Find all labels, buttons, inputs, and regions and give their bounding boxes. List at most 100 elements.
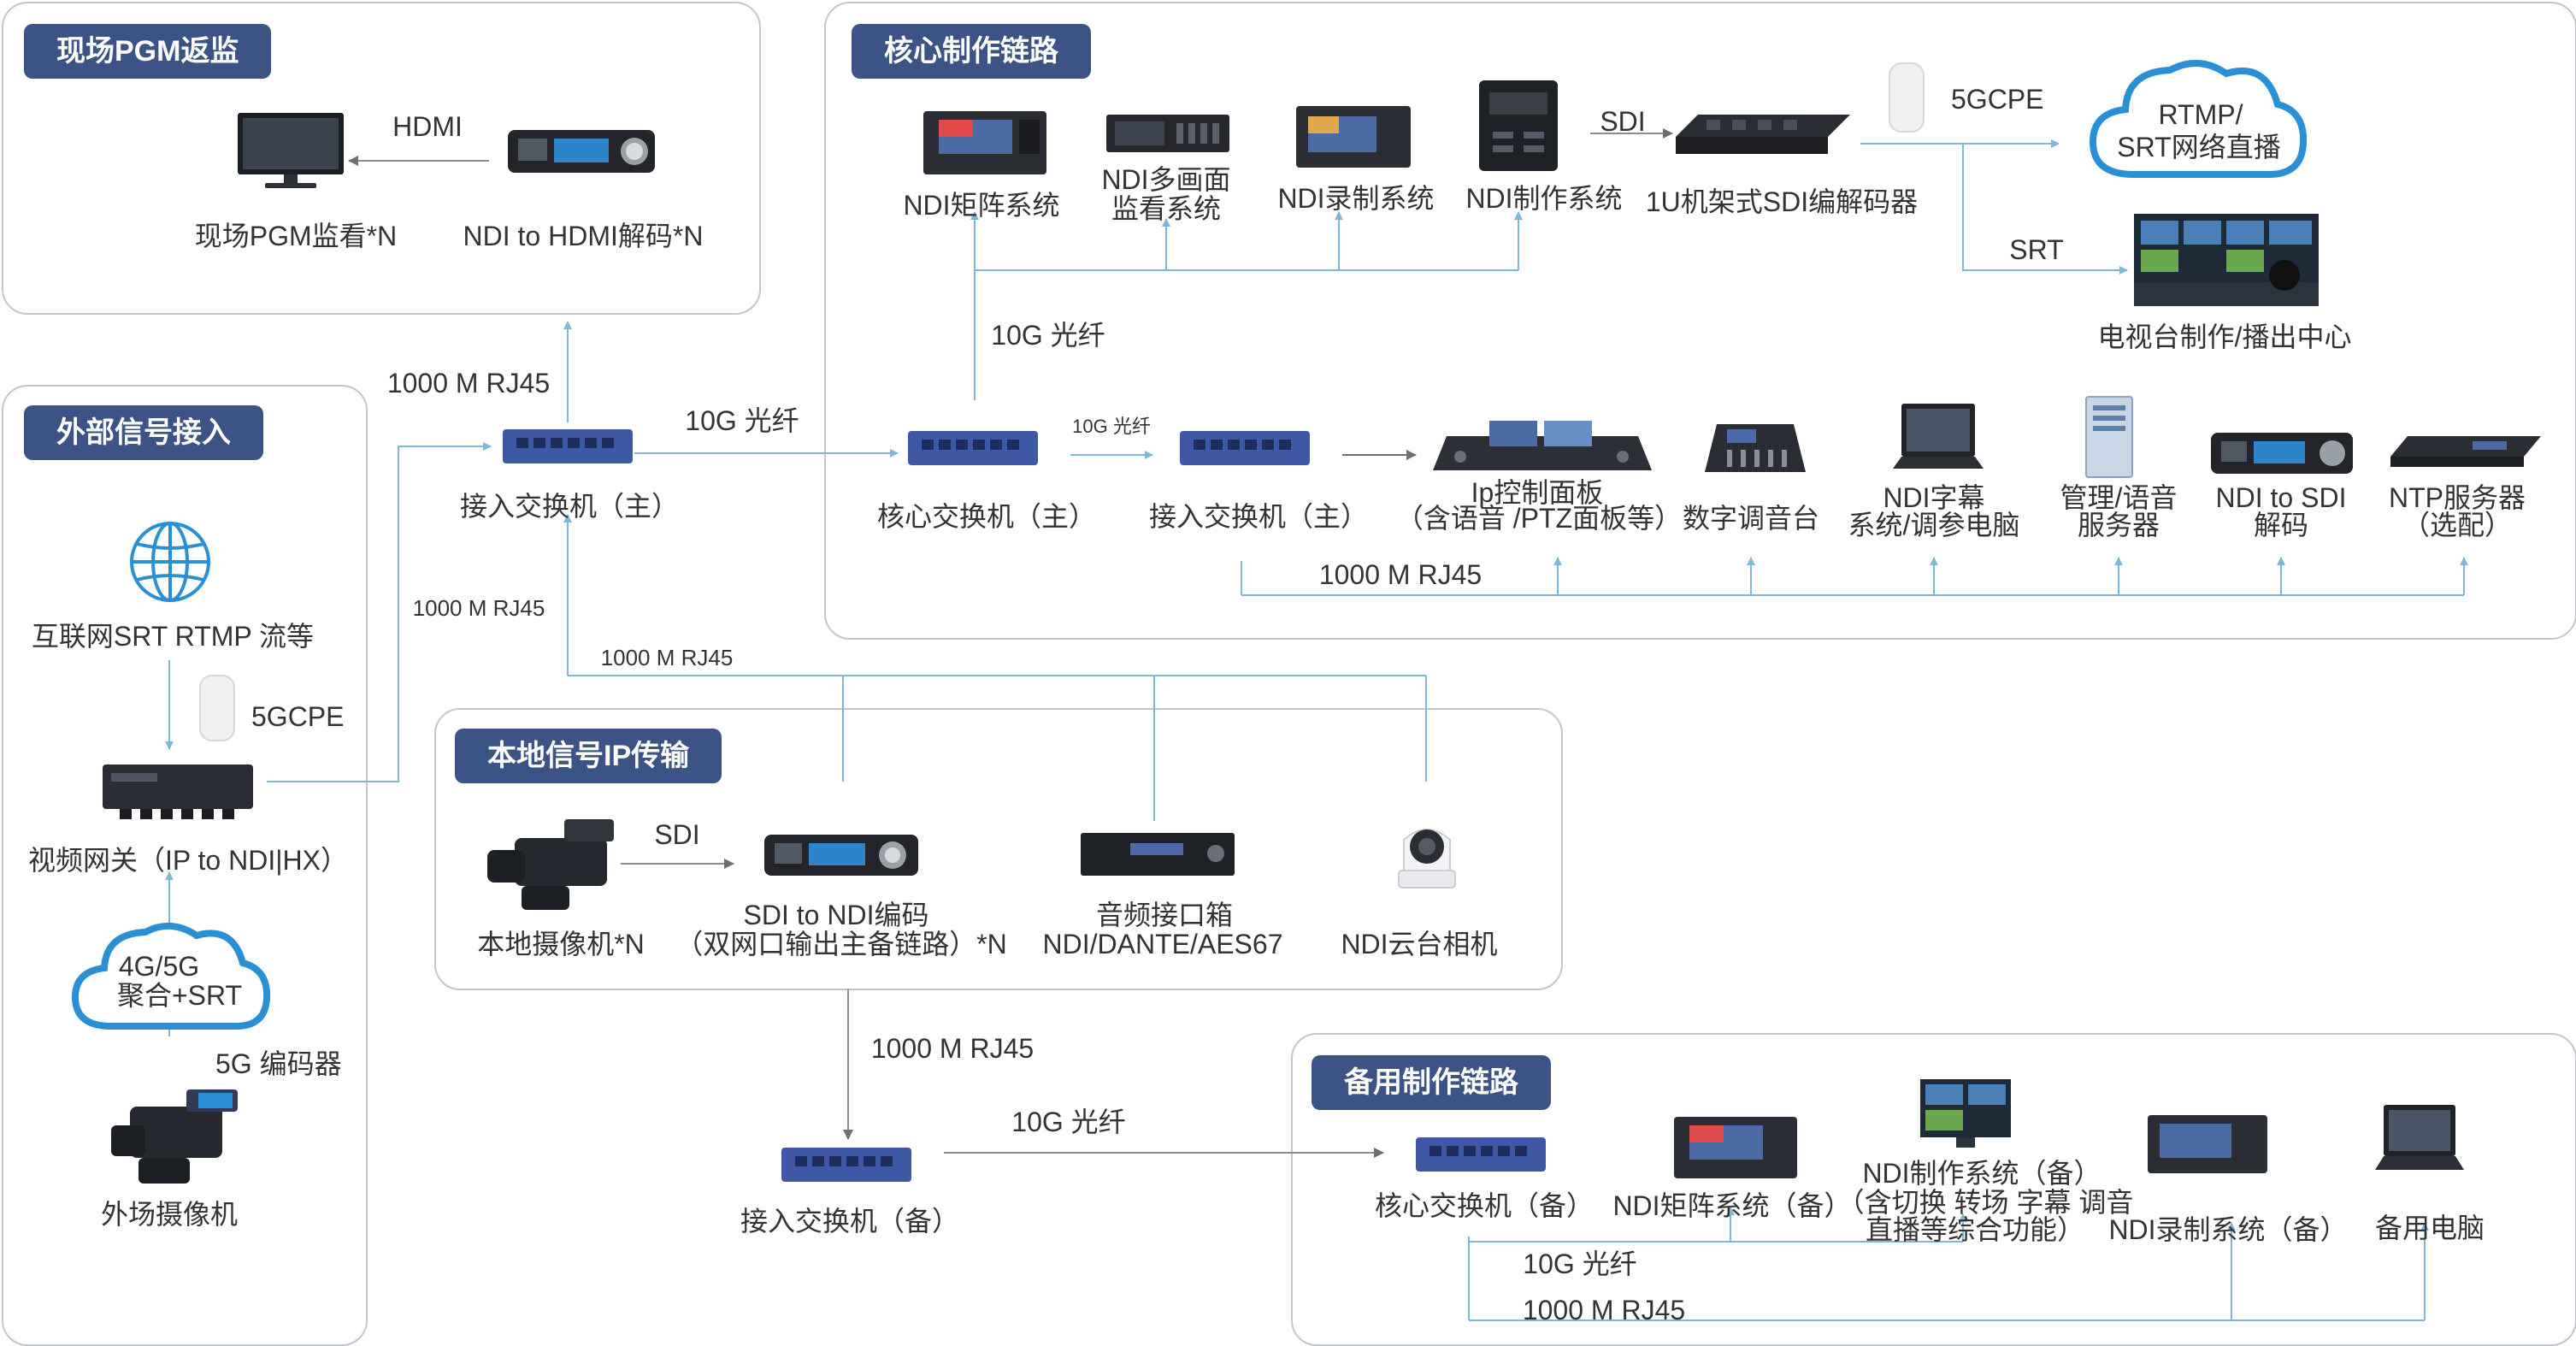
ntp-server-icon <box>2390 436 2541 467</box>
label-prod-backup-line1: NDI制作系统（备） <box>1862 1158 2101 1189</box>
label-hdmi: HDMI <box>392 111 463 142</box>
laptop-icon <box>1893 404 1984 469</box>
sdi-ndi-encoder-icon <box>764 835 918 876</box>
cpe-router-core-icon <box>1889 62 1925 133</box>
globe-icon <box>130 522 210 602</box>
audio-mixer-icon <box>1705 424 1806 472</box>
label-audio-mixer: 数字调音台 <box>1682 503 1820 534</box>
label-sdi-core: SDI <box>1600 106 1646 137</box>
section-tag-backup-chain: 备用制作链路 <box>1312 1055 1551 1110</box>
ndi-sdi-decoder-icon <box>2211 433 2353 474</box>
label-gateway: 视频网关（IP to NDI|HX） <box>27 845 349 876</box>
label-tv-center: 电视台制作/播出中心 <box>2097 322 2352 352</box>
label-5g-encoder: 5G 编码器 <box>215 1048 342 1079</box>
label-cpe-left: 5GCPE <box>251 701 345 732</box>
ndi-matrix-backup-icon <box>1674 1117 1797 1178</box>
label-fiber-vertical: 10G 光纤 <box>991 320 1105 351</box>
label-backup-fiber: 10G 光纤 <box>1011 1107 1126 1137</box>
label-core-rj45: 1000 M RJ45 <box>1318 559 1483 590</box>
label-ip-panel-line1: Ip控制面板 <box>1471 477 1604 508</box>
label-local-rj45: 1000 M RJ45 <box>600 645 734 670</box>
section-tag-local-ip: 本地信号IP传输 <box>455 729 722 783</box>
label-ndi-recorder-backup: NDI录制系统（备） <box>2108 1214 2348 1245</box>
label-sdi-ndi-encoder-line1: SDI to NDI编码 <box>743 900 929 930</box>
video-gateway-icon <box>103 765 253 819</box>
label-ptz-camera: NDI云台相机 <box>1341 929 1498 959</box>
label-prod-backup-line2: （含切换 转场 字幕 调音 <box>1836 1187 2134 1218</box>
outdoor-camera-icon <box>111 1089 238 1184</box>
label-backup-pc: 备用电脑 <box>2374 1213 2485 1243</box>
label-ntp-line1: NTP服务器 <box>2388 482 2526 513</box>
label-mgmt-line2: 服务器 <box>2077 510 2160 540</box>
label-audio-interface-line2: NDI/DANTE/AES67 <box>1042 929 1283 959</box>
label-core-switch-backup: 核心交换机（备） <box>1374 1190 1595 1221</box>
label-ndi-sdi-line1: NDI to SDI <box>2215 482 2347 513</box>
label-local-sdi: SDI <box>654 819 700 850</box>
label-ndi-matrix-backup: NDI矩阵系统（备） <box>1612 1190 1852 1221</box>
label-prod-backup-line3: 直播等综合功能） <box>1865 1214 2085 1245</box>
label-ndi-sdi-line2: 解码 <box>2253 510 2309 540</box>
label-access-switch-backup: 接入交换机（备） <box>740 1206 960 1237</box>
label-cloud-4g5g-line2: 聚合+SRT <box>116 980 243 1011</box>
label-local-down-rj45: 1000 M RJ45 <box>870 1033 1035 1064</box>
cpe-router-icon <box>199 675 235 741</box>
label-pgm-monitor: 现场PGM监看*N <box>194 221 398 251</box>
access-switch-main-icon <box>503 429 633 463</box>
core-switch-backup-icon <box>1416 1137 1546 1172</box>
label-caption-line1: NDI字幕 <box>1883 482 1985 513</box>
label-ndi-production: NDI制作系统 <box>1465 183 1623 214</box>
label-ndi-recorder: NDI录制系统 <box>1277 183 1435 214</box>
tv-center-icon <box>2134 214 2319 306</box>
label-srt: SRT <box>2009 234 2064 265</box>
label-fiber-small: 10G 光纤 <box>1072 416 1151 437</box>
label-multiview-line2: 监看系统 <box>1111 193 1222 224</box>
label-cpe-core: 5GCPE <box>1951 84 2044 115</box>
cloud-4g5g-icon <box>71 922 271 1030</box>
label-ndi-matrix: NDI矩阵系统 <box>903 190 1060 221</box>
label-multiview-line1: NDI多画面 <box>1101 164 1231 195</box>
ndi-recorder-icon <box>1296 106 1411 168</box>
label-ntp-line2: （选配） <box>2402 510 2513 540</box>
label-audio-interface-line1: 音频接口箱 <box>1095 900 1234 930</box>
label-internet: 互联网SRT RTMP 流等 <box>31 621 315 652</box>
access-switch-core-icon <box>1180 431 1310 465</box>
backup-laptop-icon <box>2375 1105 2464 1170</box>
label-cloud-rtmp-line1: RTMP/ <box>2158 99 2243 130</box>
label-sdi-ndi-encoder-line2: （双网口输出主备链路）*N <box>675 929 1007 959</box>
section-tag-core-chain: 核心制作链路 <box>852 24 1091 79</box>
label-mgmt-line1: 管理/语音 <box>2060 482 2178 513</box>
label-access-switch-core: 接入交换机（主） <box>1148 501 1369 532</box>
ndi-production-backup-icon <box>1920 1079 2011 1148</box>
label-backup-fiber-bottom: 10G 光纤 <box>1523 1249 1637 1279</box>
label-backup-rj45-bottom: 1000 M RJ45 <box>1522 1295 1686 1325</box>
label-1u-codec: 1U机架式SDI编解码器 <box>1645 186 1919 217</box>
local-camera-icon <box>487 819 614 910</box>
server-icon <box>2085 396 2133 478</box>
sdi-codec-1u-icon <box>1676 115 1850 154</box>
ip-control-panel-icon <box>1433 421 1652 470</box>
ndi-recorder-backup-icon <box>2148 1115 2267 1173</box>
label-cloud-rtmp-line2: SRT网络直播 <box>2117 132 2281 162</box>
ptz-camera-icon <box>1398 829 1456 888</box>
label-local-camera: 本地摄像机*N <box>477 929 645 959</box>
label-ndi-hdmi-decoder: NDI to HDMI解码*N <box>463 221 704 251</box>
label-up-rj45: 1000 M RJ45 <box>386 368 551 398</box>
label-caption-line2: 系统/调参电脑 <box>1848 510 2020 540</box>
section-tag-pgm-return: 现场PGM返监 <box>24 24 272 79</box>
section-tag-external-input: 外部信号接入 <box>24 405 263 460</box>
core-switch-main-icon <box>908 431 1038 465</box>
audio-interface-icon <box>1081 833 1235 876</box>
monitor-icon <box>238 113 344 188</box>
ndi-production-icon <box>1479 80 1558 171</box>
label-outdoor-camera: 外场摄像机 <box>100 1199 239 1230</box>
label-ip-panel-line2: （含语音 /PTZ面板等） <box>1395 503 1683 534</box>
label-fiber-main: 10G 光纤 <box>685 405 799 436</box>
multiview-icon <box>1106 115 1229 152</box>
cloud-rtmp-icon <box>2089 59 2308 178</box>
label-cloud-4g5g-line1: 4G/5G <box>118 951 200 982</box>
label-core-switch-main: 核心交换机（主） <box>876 501 1097 532</box>
label-left-rj45: 1000 M RJ45 <box>412 595 545 621</box>
access-switch-backup-icon <box>781 1148 911 1182</box>
ndi-hdmi-decoder-icon <box>508 130 655 173</box>
